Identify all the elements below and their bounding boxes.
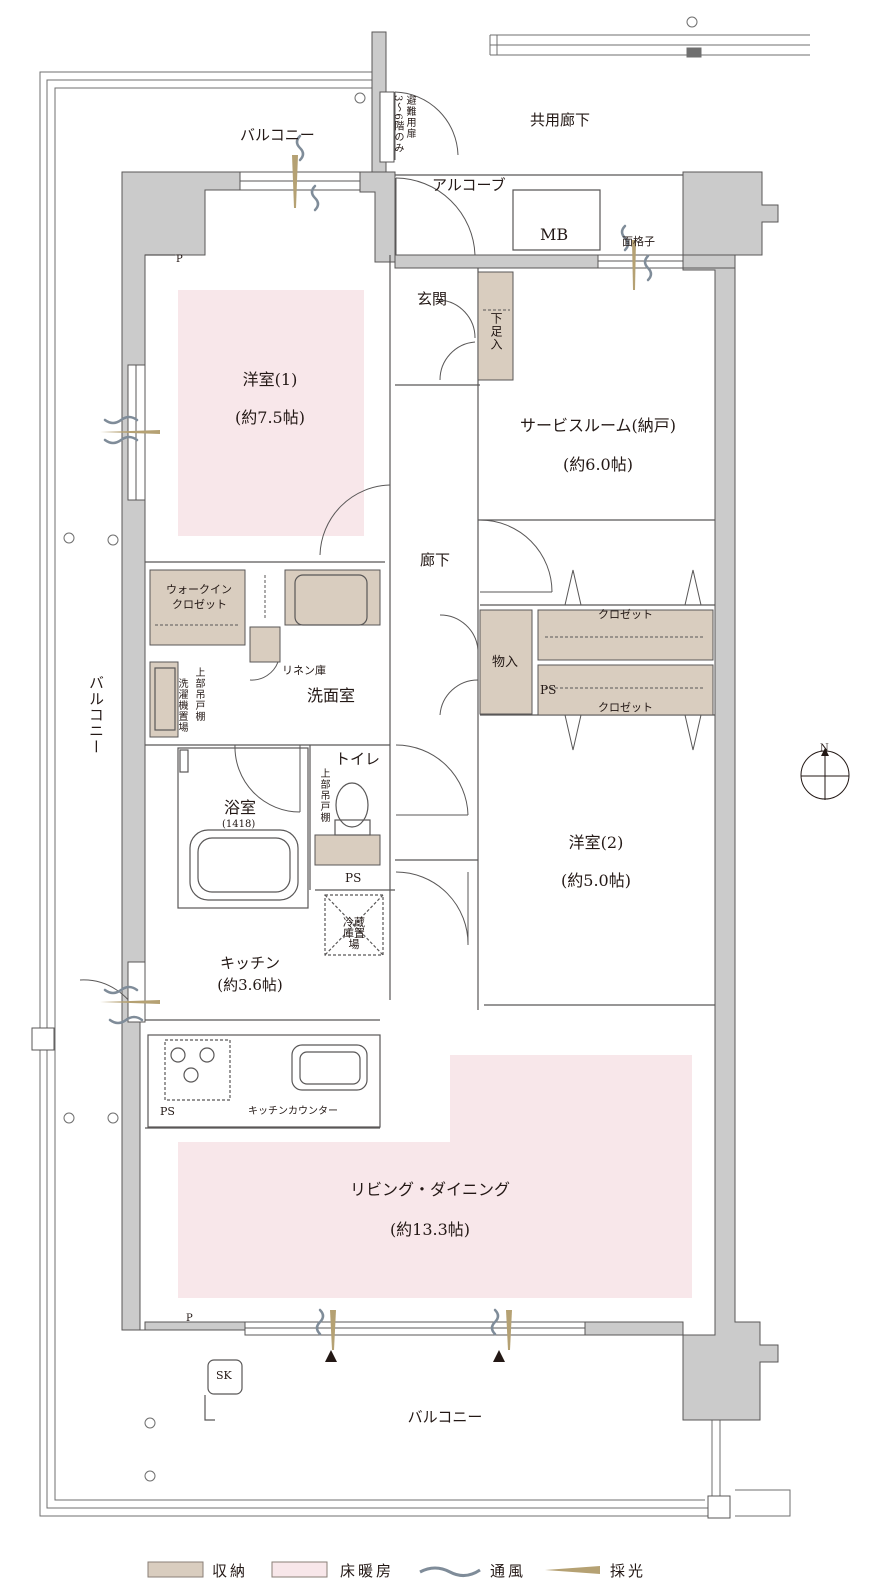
- kitchen-size: (約3.6帖): [217, 976, 283, 994]
- ps-label-3: PS: [160, 1105, 175, 1118]
- kitchen-counter-label: キッチンカウンター: [248, 1106, 338, 1117]
- evac-door-label: 避難用扉: [404, 95, 415, 139]
- kitchen-name: キッチン: [219, 954, 281, 972]
- evac-floors-label: 3〜6階のみ: [392, 95, 403, 154]
- walkin-closet-label-1: ウォークイン: [166, 583, 232, 596]
- door-swings: [79, 91, 553, 1021]
- compass-n-marker: [821, 748, 829, 756]
- legend-wind-label: 通風: [490, 1562, 527, 1580]
- ps-label-1: PS: [540, 683, 557, 697]
- washer-label: 洗濯機置場: [176, 678, 187, 733]
- ld-size: (約13.3帖): [389, 1220, 471, 1239]
- sk-label: SK: [216, 1369, 232, 1382]
- ld-name: リビング・ダイニング: [349, 1180, 511, 1199]
- grille-label: 面格子: [622, 235, 655, 248]
- balcony-top-label: バルコニー: [240, 126, 315, 144]
- p-mark-top: P: [176, 254, 183, 265]
- toilet-shelf-label: 上部吊戸棚: [318, 768, 329, 823]
- alcove-label: アルコーブ: [432, 176, 506, 194]
- corridor-railing: [489, 16, 810, 58]
- balcony-left-label: バルコニー: [87, 675, 105, 755]
- upper-shelf-label: 上部吊戸棚: [193, 667, 204, 722]
- room1-size: (約7.5帖): [235, 408, 305, 427]
- shoe-storage-label: 下足入: [489, 312, 503, 351]
- north-compass: [800, 750, 850, 800]
- room2-size: (約5.0帖): [561, 871, 631, 890]
- washroom-label: 洗面室: [307, 686, 356, 705]
- fixtures: [147, 574, 384, 1421]
- entrance-label: 玄関: [417, 290, 448, 308]
- walkin-closet-label-2: クロゼット: [172, 598, 227, 611]
- legend-symbols: [147, 1561, 600, 1578]
- legend-storage-label: 収納: [212, 1562, 249, 1580]
- floor-heating-fill: [178, 290, 692, 1298]
- ps-label-2: PS: [345, 871, 362, 885]
- wind-markers: [103, 134, 653, 1336]
- room1-name: 洋室(1): [242, 370, 298, 389]
- closet-triangles: [564, 569, 702, 751]
- balcony-post: [31, 1027, 55, 1051]
- balcony-bottom-label: バルコニー: [407, 1408, 483, 1426]
- balcony-outline: [39, 71, 791, 1517]
- service-room-name: サービスルーム(納戸): [519, 416, 677, 435]
- p-mark-bottom: P: [186, 1313, 193, 1324]
- closet-bottom-label: クロゼット: [598, 701, 653, 714]
- drain-circles: [63, 92, 366, 1482]
- fridge-label: 冷蔵庫置場: [343, 916, 365, 951]
- toilet-label: トイレ: [335, 750, 381, 768]
- light-markers: [100, 155, 636, 1350]
- service-room-size: (約6.0帖): [563, 455, 633, 474]
- storage-label: 物入: [492, 655, 519, 670]
- shared-corridor-label: 共用廊下: [530, 111, 591, 129]
- linen-label: リネン庫: [282, 664, 326, 677]
- bath-size-label: (1418): [222, 819, 256, 830]
- entry-arrows: [325, 1350, 505, 1362]
- hallway-label: 廊下: [420, 551, 451, 569]
- room2-name: 洋室(2): [568, 833, 624, 852]
- north-label: N: [820, 743, 829, 754]
- legend-light-label: 採光: [610, 1562, 647, 1580]
- mb-label: MB: [540, 225, 569, 244]
- balcony-post: [707, 1495, 731, 1519]
- bath-label: 浴室: [224, 798, 257, 817]
- closet-top-label: クロゼット: [598, 608, 653, 621]
- legend-floor-heating-label: 床暖房: [340, 1562, 395, 1580]
